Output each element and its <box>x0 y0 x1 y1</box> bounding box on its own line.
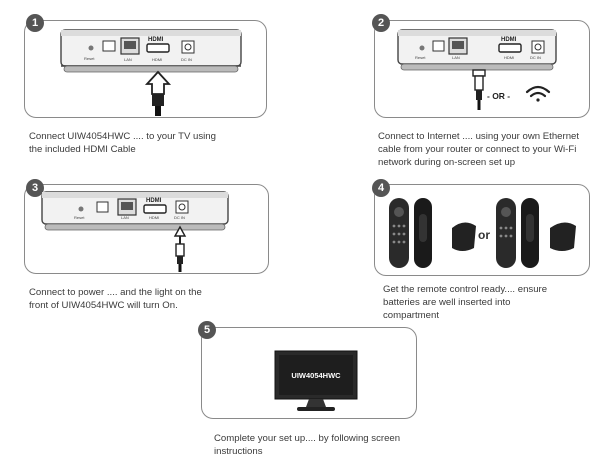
power-plug-icon <box>173 225 187 272</box>
step-3-caption-line-2: front of UIW4054HWC will turn On. <box>29 300 178 311</box>
reset-label: Reset <box>415 55 426 60</box>
monitor-icon <box>274 350 358 411</box>
or-label: or <box>478 228 490 242</box>
step-3-caption-line-1: Connect to power .... and the light on t… <box>29 287 202 298</box>
ethernet-plug-icon <box>472 69 486 110</box>
device-box: Reset LAN HDMI HDMI DC IN <box>60 29 242 73</box>
lan-label: LAN <box>121 215 129 220</box>
power-port <box>181 40 195 54</box>
step-5-badge: 5 <box>198 321 216 339</box>
step-4-caption-line-2: batteries are well inserted into <box>383 297 511 308</box>
step-1-caption: Connect UIW4054HWC .... to your TV using… <box>29 130 269 156</box>
reset-label: Reset <box>84 56 95 61</box>
hdmi-logo: HDMI <box>501 37 517 43</box>
remote-control-icon <box>414 198 432 268</box>
hdmi-plug-icon <box>144 70 172 116</box>
lan-label: LAN <box>452 55 460 60</box>
step-5-caption: Complete your set up.... by following sc… <box>214 432 434 458</box>
hdmi-label: HDMI <box>504 55 514 60</box>
power-label: DC IN <box>174 215 185 220</box>
step-4-badge: 4 <box>372 179 390 197</box>
hdmi-logo: HDMI <box>146 198 162 204</box>
battery-cover-icon <box>452 222 476 251</box>
device-box: Reset LAN HDMI HDMI DC IN <box>41 191 229 231</box>
step-2-caption-line-2: cable from your router or connect to you… <box>378 144 577 155</box>
step-2-illustration: Reset LAN HDMI HDMI DC IN - OR - <box>397 29 557 110</box>
battery-cover-icon <box>550 222 576 251</box>
step-3-illustration: Reset LAN HDMI HDMI DC IN <box>41 191 229 272</box>
step-2-caption-line-3: network during on-screen set up <box>378 157 516 168</box>
step-2-caption-line-1: Connect to Internet .... using your own … <box>378 131 580 142</box>
step-1-illustration: Reset LAN HDMI HDMI DC IN <box>60 29 242 116</box>
hdmi-port <box>146 43 170 53</box>
power-label: DC IN <box>181 57 192 62</box>
power-label: DC IN <box>530 55 541 60</box>
step-4-caption-line-3: compartment <box>383 310 439 321</box>
or-label: - OR - <box>487 91 510 101</box>
step-3-badge: 3 <box>26 179 44 197</box>
reset-button <box>88 45 94 51</box>
step-5-caption-line-2: instructions <box>214 446 263 457</box>
step-3-caption: Connect to power .... and the light on t… <box>29 286 269 312</box>
remote-control-icon <box>389 198 409 268</box>
step-5-caption-line-1: Complete your set up.... by following sc… <box>214 433 401 444</box>
wifi-icon <box>525 85 551 102</box>
step-4-caption: Get the remote control ready.... ensure … <box>383 283 598 322</box>
remote-control-icon <box>521 198 539 268</box>
remote-control-icon <box>496 198 516 268</box>
step-1-badge: 1 <box>26 14 44 32</box>
step-2-badge: 2 <box>372 14 390 32</box>
step-1-caption-line-2: the included HDMI Cable <box>29 144 136 155</box>
hdmi-label: HDMI <box>152 57 162 62</box>
step-1-caption-line-1: Connect UIW4054HWC .... to your TV using <box>29 131 216 142</box>
screen-text: UIW4054HWC <box>291 371 341 380</box>
step-5-illustration: UIW4054HWC <box>274 350 358 411</box>
step-2-caption: Connect to Internet .... using your own … <box>378 130 602 169</box>
device-box: Reset LAN HDMI HDMI DC IN <box>397 29 557 71</box>
reset-label: Reset <box>74 215 85 220</box>
hdmi-logo: HDMI <box>148 37 164 43</box>
lan-label: LAN <box>124 57 132 62</box>
hdmi-label: HDMI <box>149 215 159 220</box>
step-4-caption-line-1: Get the remote control ready.... ensure <box>383 284 548 295</box>
step-4-illustration: or <box>389 198 576 268</box>
